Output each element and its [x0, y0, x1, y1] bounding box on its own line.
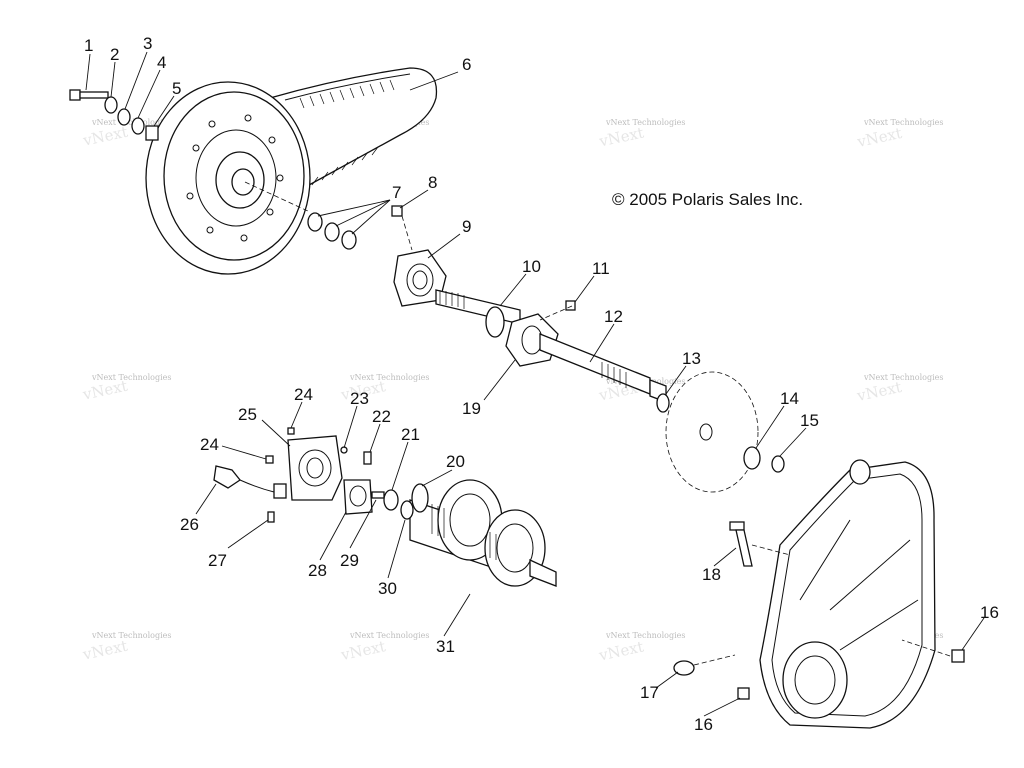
callout-25: 25 [238, 405, 257, 424]
watermark-10: vNext vNext Technologies [338, 631, 429, 664]
callout-31: 31 [436, 637, 455, 656]
callout-13: 13 [682, 349, 701, 368]
callout-16a: 16 [694, 715, 713, 734]
bolt-part-1 [69, 89, 109, 101]
shim-part-7b [324, 222, 340, 242]
callout-16b: 16 [980, 603, 999, 622]
leader-lines [85, 51, 985, 717]
shim-part-7c [341, 230, 357, 250]
bearing-part-10 [485, 306, 505, 338]
spacer-part-5 [145, 125, 159, 141]
svg-text:vNext: vNext [596, 638, 645, 665]
callout-12: 12 [604, 307, 623, 326]
watermark-text: vNext Technologies [605, 118, 685, 127]
chaincase-cover [759, 459, 936, 729]
watermark-5: vNext vNext Technologies [80, 373, 171, 404]
screw-part-24a [287, 427, 295, 435]
callout-14: 14 [780, 389, 799, 408]
callout-11: 11 [592, 259, 610, 278]
watermark-text: vNext Technologies [91, 118, 171, 127]
nut-part-16a [737, 687, 750, 700]
pin-part-22 [363, 451, 372, 465]
callout-3: 3 [143, 34, 152, 53]
callout-1: 1 [84, 36, 93, 55]
copyright-notice: © 2005 Polaris Sales Inc. [612, 190, 803, 209]
watermark-text: vNext Technologies [349, 631, 429, 640]
callout-labels: 1 2 3 4 5 6 7 8 9 10 11 12 13 14 15 16 1… [84, 34, 999, 734]
svg-text:vNext: vNext [80, 637, 129, 664]
callout-21: 21 [401, 425, 420, 444]
callout-10: 10 [522, 257, 541, 276]
callout-26: 26 [180, 515, 199, 534]
pin-part-8 [391, 205, 403, 217]
bearing-part-30 [400, 500, 414, 520]
washer-part-3 [117, 108, 131, 126]
speed-sensor-part-26 [213, 465, 287, 499]
svg-text:vNext: vNext [855, 378, 904, 405]
washer-part-4 [131, 117, 145, 135]
callout-19: 19 [462, 399, 481, 418]
bearing-part-14 [743, 446, 761, 470]
bearing-plate-part-19 [505, 313, 559, 367]
bearing-part-20 [411, 483, 429, 513]
bearing-cap-part-25 [287, 435, 343, 501]
callout-5: 5 [172, 79, 181, 98]
watermark-4: vNext vNext Technologies [855, 118, 944, 151]
shim-part-7a [307, 212, 323, 232]
callout-15: 15 [800, 411, 819, 430]
callout-2: 2 [110, 45, 119, 64]
callout-9: 9 [462, 217, 471, 236]
circlip-part-13 [656, 393, 670, 413]
clutch-sheave-part-6 [145, 81, 311, 275]
watermark-text: vNext Technologies [605, 631, 685, 640]
plug-part-17 [673, 660, 695, 676]
callout-20: 20 [446, 452, 465, 471]
watermark-9: vNext vNext Technologies [80, 631, 171, 664]
screw-part-24b [265, 455, 274, 464]
callout-23: 23 [350, 389, 369, 408]
callout-24a: 24 [294, 385, 313, 404]
callout-18: 18 [702, 565, 721, 584]
callout-22: 22 [372, 407, 391, 426]
callout-27: 27 [208, 551, 227, 570]
circlip-part-15 [771, 455, 785, 473]
nut-part-11 [565, 300, 576, 311]
svg-text:vNext: vNext [338, 637, 387, 664]
svg-text:vNext: vNext [855, 124, 904, 151]
callout-30: 30 [378, 579, 397, 598]
watermark-11: vNext vNext Technologies [596, 631, 685, 665]
jackshaft-part-12 [435, 289, 667, 403]
callout-7: 7 [392, 183, 401, 202]
callout-4: 4 [157, 53, 166, 72]
watermark-text: vNext Technologies [91, 631, 171, 640]
bolt-part-18 [729, 521, 745, 531]
watermark-text: vNext Technologies [349, 373, 429, 382]
watermark-text: vNext Technologies [863, 118, 943, 127]
screw-part-29 [371, 491, 385, 499]
gear-part-21 [383, 489, 399, 511]
watermark-text: vNext Technologies [91, 373, 171, 382]
clip-part-27 [267, 511, 275, 523]
callout-24b: 24 [200, 435, 219, 454]
callout-8: 8 [428, 173, 437, 192]
nut-part-16b [951, 649, 965, 663]
callout-17: 17 [640, 683, 659, 702]
callout-28: 28 [308, 561, 327, 580]
watermark-3: vNext vNext Technologies [597, 118, 686, 151]
washer-part-2 [104, 96, 118, 114]
brake-disc [665, 371, 759, 493]
watermark-8: vNext vNext Technologies [855, 373, 944, 405]
svg-text:vNext: vNext [597, 124, 646, 151]
callout-29: 29 [340, 551, 359, 570]
callout-6: 6 [462, 55, 471, 74]
gasket-part-28 [343, 479, 373, 515]
gear-cluster-part-31 [409, 479, 557, 587]
watermark-text: vNext Technologies [863, 373, 943, 382]
